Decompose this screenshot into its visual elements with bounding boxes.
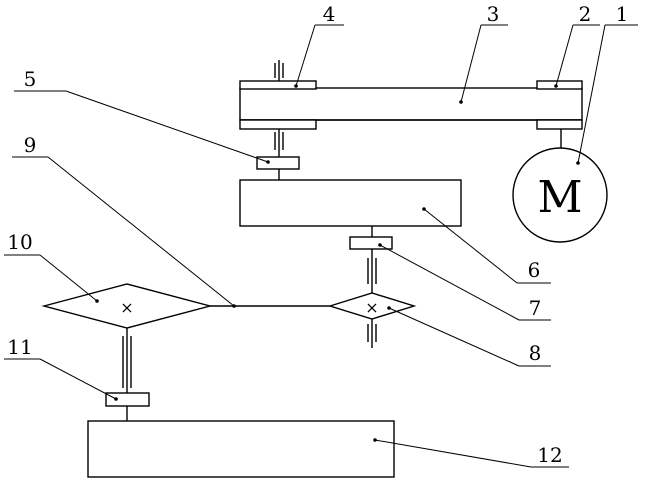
leader-3: 3 bbox=[459, 2, 508, 104]
pulley-4-top bbox=[239, 80, 317, 90]
shaft-pulley-4-top bbox=[274, 60, 284, 81]
coupling-7 bbox=[349, 236, 393, 250]
gear-8-mark: × bbox=[365, 298, 378, 317]
motor: M bbox=[512, 147, 608, 243]
label-4: 4 bbox=[323, 2, 336, 26]
leader-1: 1 bbox=[576, 2, 638, 165]
shaft-7-8 bbox=[367, 249, 377, 293]
label-6: 6 bbox=[528, 258, 541, 282]
coupling-11 bbox=[105, 392, 150, 407]
leader-11: 11 bbox=[4, 335, 118, 401]
coupling-5 bbox=[256, 156, 300, 170]
gear-10-mark: × bbox=[120, 298, 133, 317]
label-9: 9 bbox=[24, 133, 37, 157]
belt bbox=[239, 87, 583, 121]
label-3: 3 bbox=[487, 2, 500, 26]
label-1: 1 bbox=[616, 2, 629, 26]
label-12: 12 bbox=[537, 443, 562, 467]
shaft-pulley-4-bottom bbox=[274, 129, 284, 157]
motor-circle bbox=[512, 147, 608, 243]
leader-8: 8 bbox=[387, 306, 551, 367]
gear-10: × bbox=[41, 283, 213, 329]
leader-4: 4 bbox=[294, 2, 344, 88]
leader-12: 12 bbox=[373, 438, 569, 468]
leader-10: 10 bbox=[4, 230, 99, 303]
machine-box-12 bbox=[87, 420, 395, 478]
leader-2: 2 bbox=[554, 2, 600, 88]
label-8: 8 bbox=[529, 341, 542, 365]
label-5: 5 bbox=[24, 67, 37, 91]
pulley-2-top bbox=[536, 80, 583, 90]
label-7: 7 bbox=[529, 296, 542, 320]
leader-9: 9 bbox=[12, 133, 236, 308]
gear-8: × bbox=[327, 292, 417, 320]
shaft-10-11 bbox=[122, 328, 132, 393]
motor-symbol: M bbox=[537, 172, 582, 223]
leader-5: 5 bbox=[14, 67, 270, 164]
leader-6: 6 bbox=[422, 207, 551, 284]
pulley-4-bottom bbox=[239, 119, 317, 130]
label-11: 11 bbox=[7, 335, 32, 359]
belt-drive bbox=[239, 80, 583, 130]
label-10: 10 bbox=[7, 230, 32, 254]
pulley-2-bottom bbox=[536, 119, 583, 130]
label-2: 2 bbox=[579, 2, 592, 26]
leader-7: 7 bbox=[378, 243, 551, 321]
reducer-box-6 bbox=[239, 179, 462, 227]
shaft-gear-8-bottom bbox=[367, 319, 377, 348]
